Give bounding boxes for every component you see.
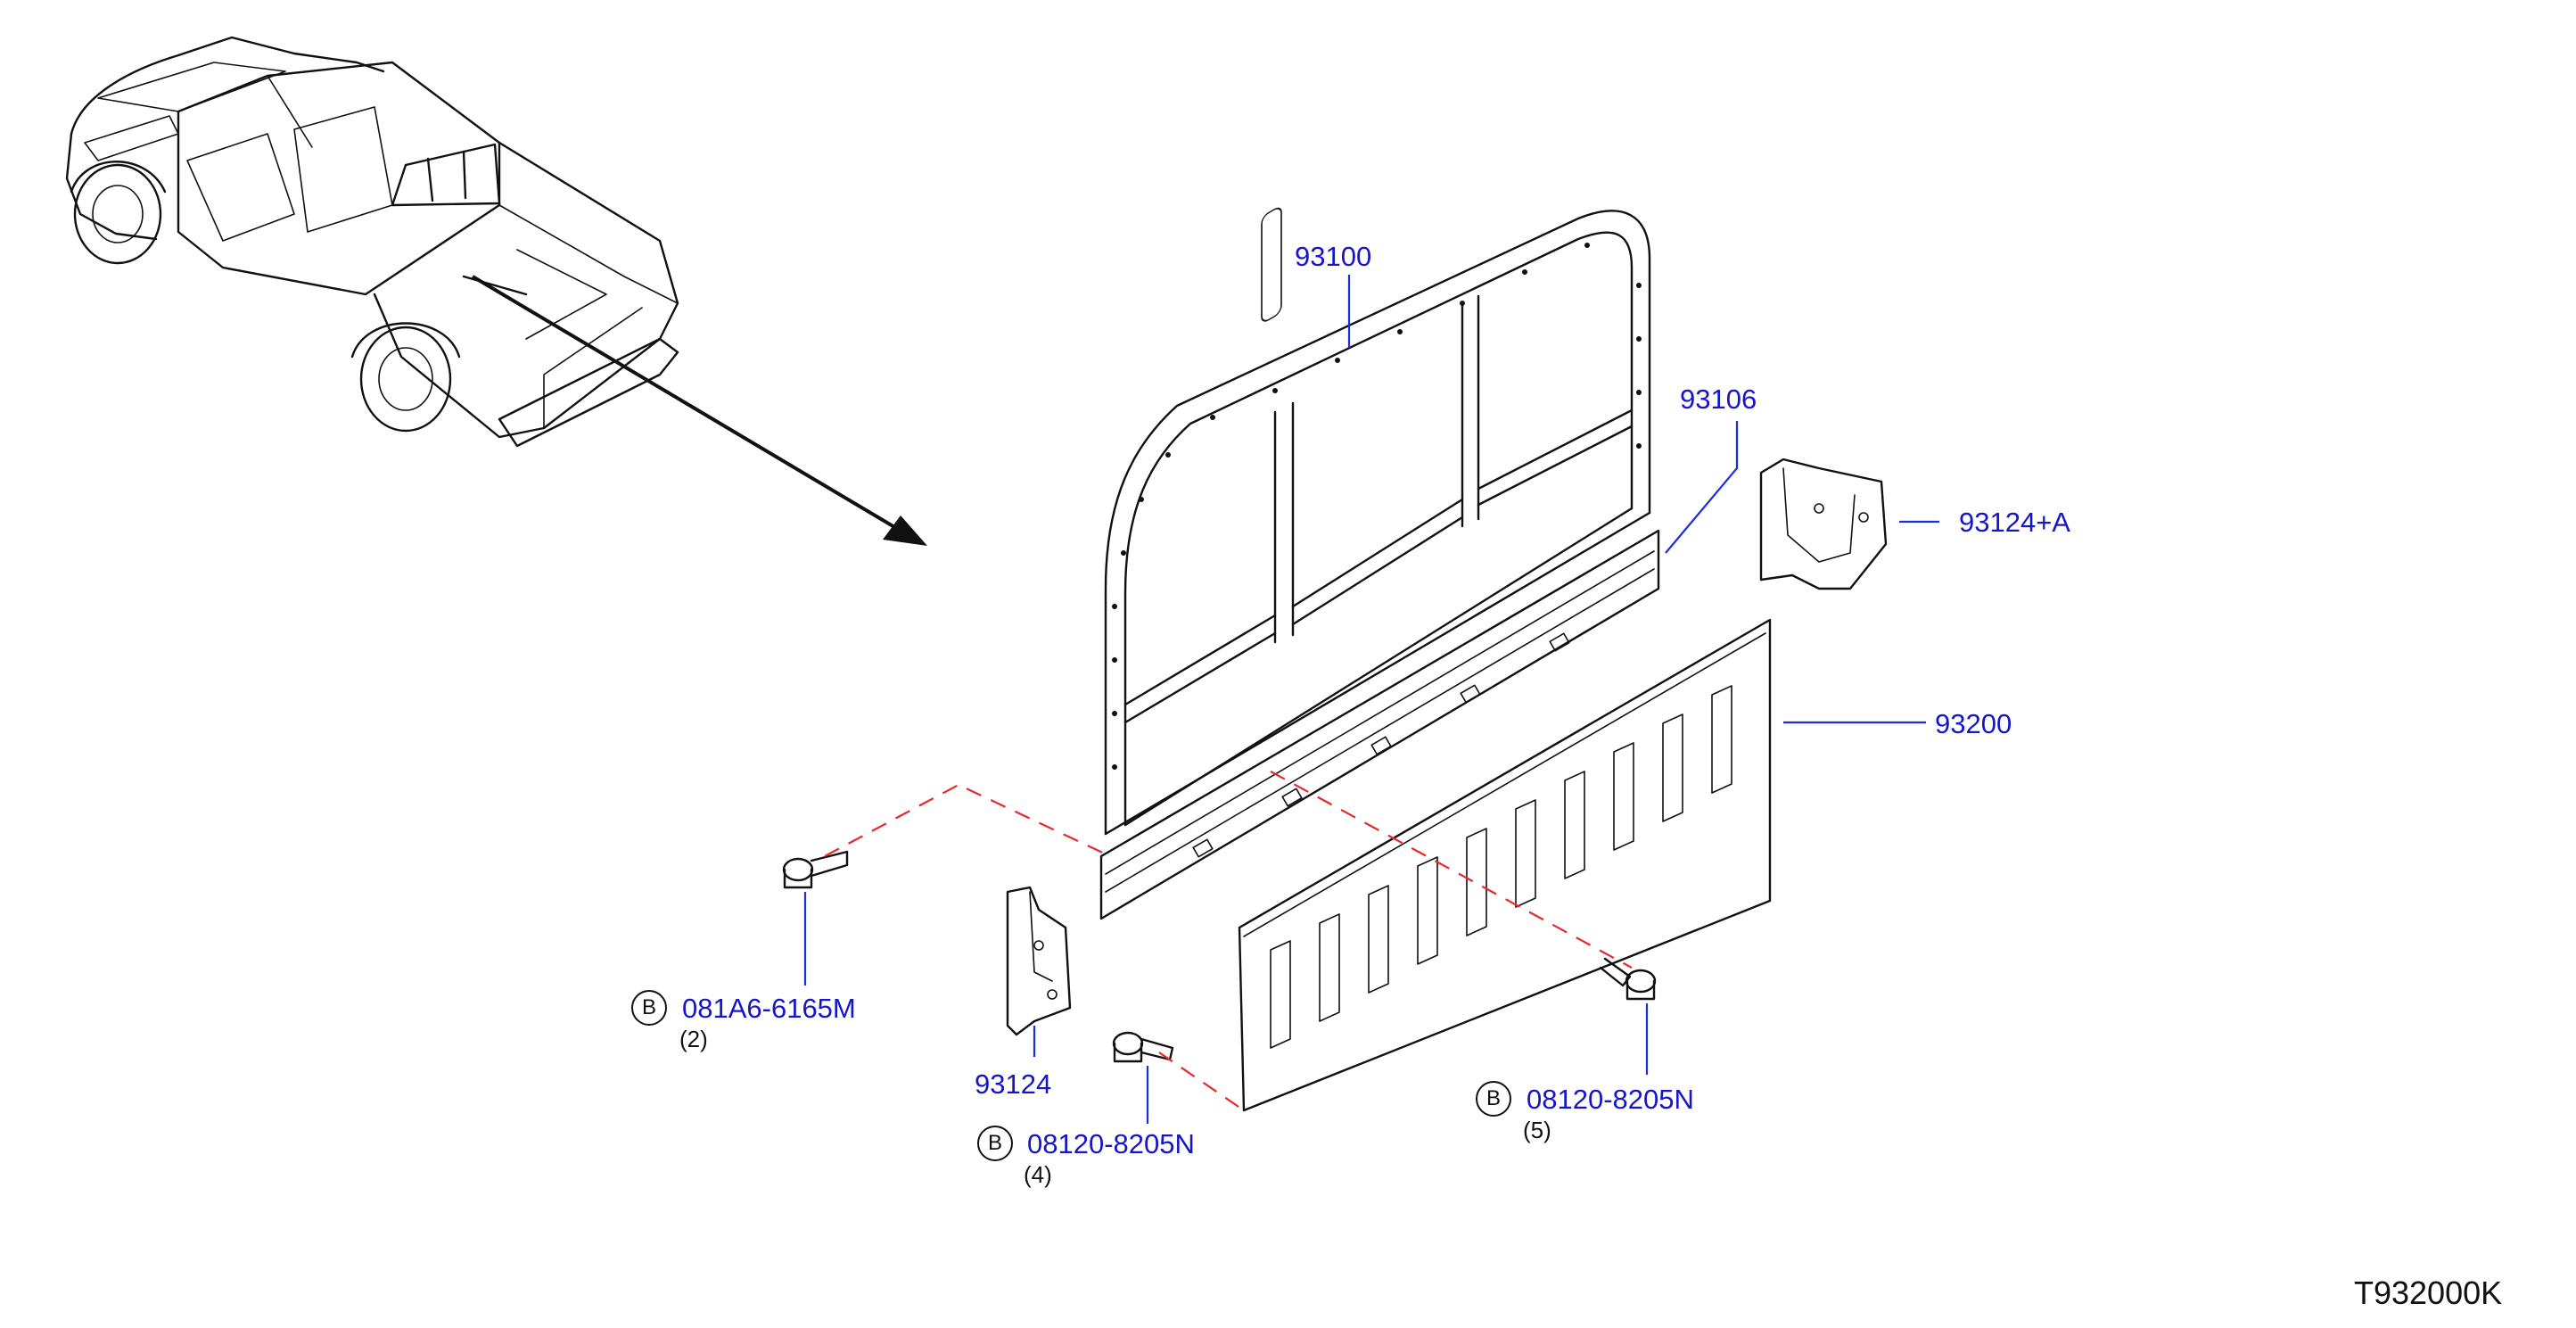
drawing-code: T932000K bbox=[2354, 1274, 2503, 1311]
fastener-marker: B bbox=[631, 990, 667, 1026]
bolt-08120-left bbox=[1112, 1031, 1174, 1063]
pointer-arrow bbox=[471, 275, 927, 546]
bolt-08120-right bbox=[1599, 957, 1657, 1001]
fastener-marker: B bbox=[977, 1126, 1013, 1161]
bracket-left-93124 bbox=[1006, 886, 1072, 1036]
lower-rail-93106 bbox=[1099, 529, 1660, 920]
bottom-panel-93200 bbox=[1238, 207, 1772, 1112]
part-label-93100[interactable]: 93100 bbox=[1295, 241, 1372, 272]
fastener-qty: (2) bbox=[679, 1026, 708, 1052]
bracket-right-93124a bbox=[1759, 458, 1888, 590]
leader-lines bbox=[803, 275, 1939, 1124]
fastener-part-081a6[interactable]: 081A6-6165M bbox=[682, 993, 856, 1024]
fastener-qty: (5) bbox=[1523, 1117, 1551, 1143]
part-label-93106[interactable]: 93106 bbox=[1680, 384, 1757, 415]
fastener-part-08120-b[interactable]: 08120-8205N bbox=[1527, 1084, 1694, 1115]
truck-illustration bbox=[65, 36, 679, 448]
fastener-marker: B bbox=[1476, 1081, 1511, 1117]
part-label-93124a[interactable]: 93124+A bbox=[1959, 507, 2070, 538]
rear-frame-93100 bbox=[1104, 210, 1651, 836]
part-label-93200[interactable]: 93200 bbox=[1935, 708, 2012, 739]
part-label-93124[interactable]: 93124 bbox=[975, 1068, 1052, 1100]
fastener-qty: (4) bbox=[1024, 1161, 1052, 1188]
bolt-081a6 bbox=[782, 850, 849, 889]
fastener-part-08120-a[interactable]: 08120-8205N bbox=[1027, 1128, 1195, 1159]
assembly-lines bbox=[824, 771, 1633, 1111]
